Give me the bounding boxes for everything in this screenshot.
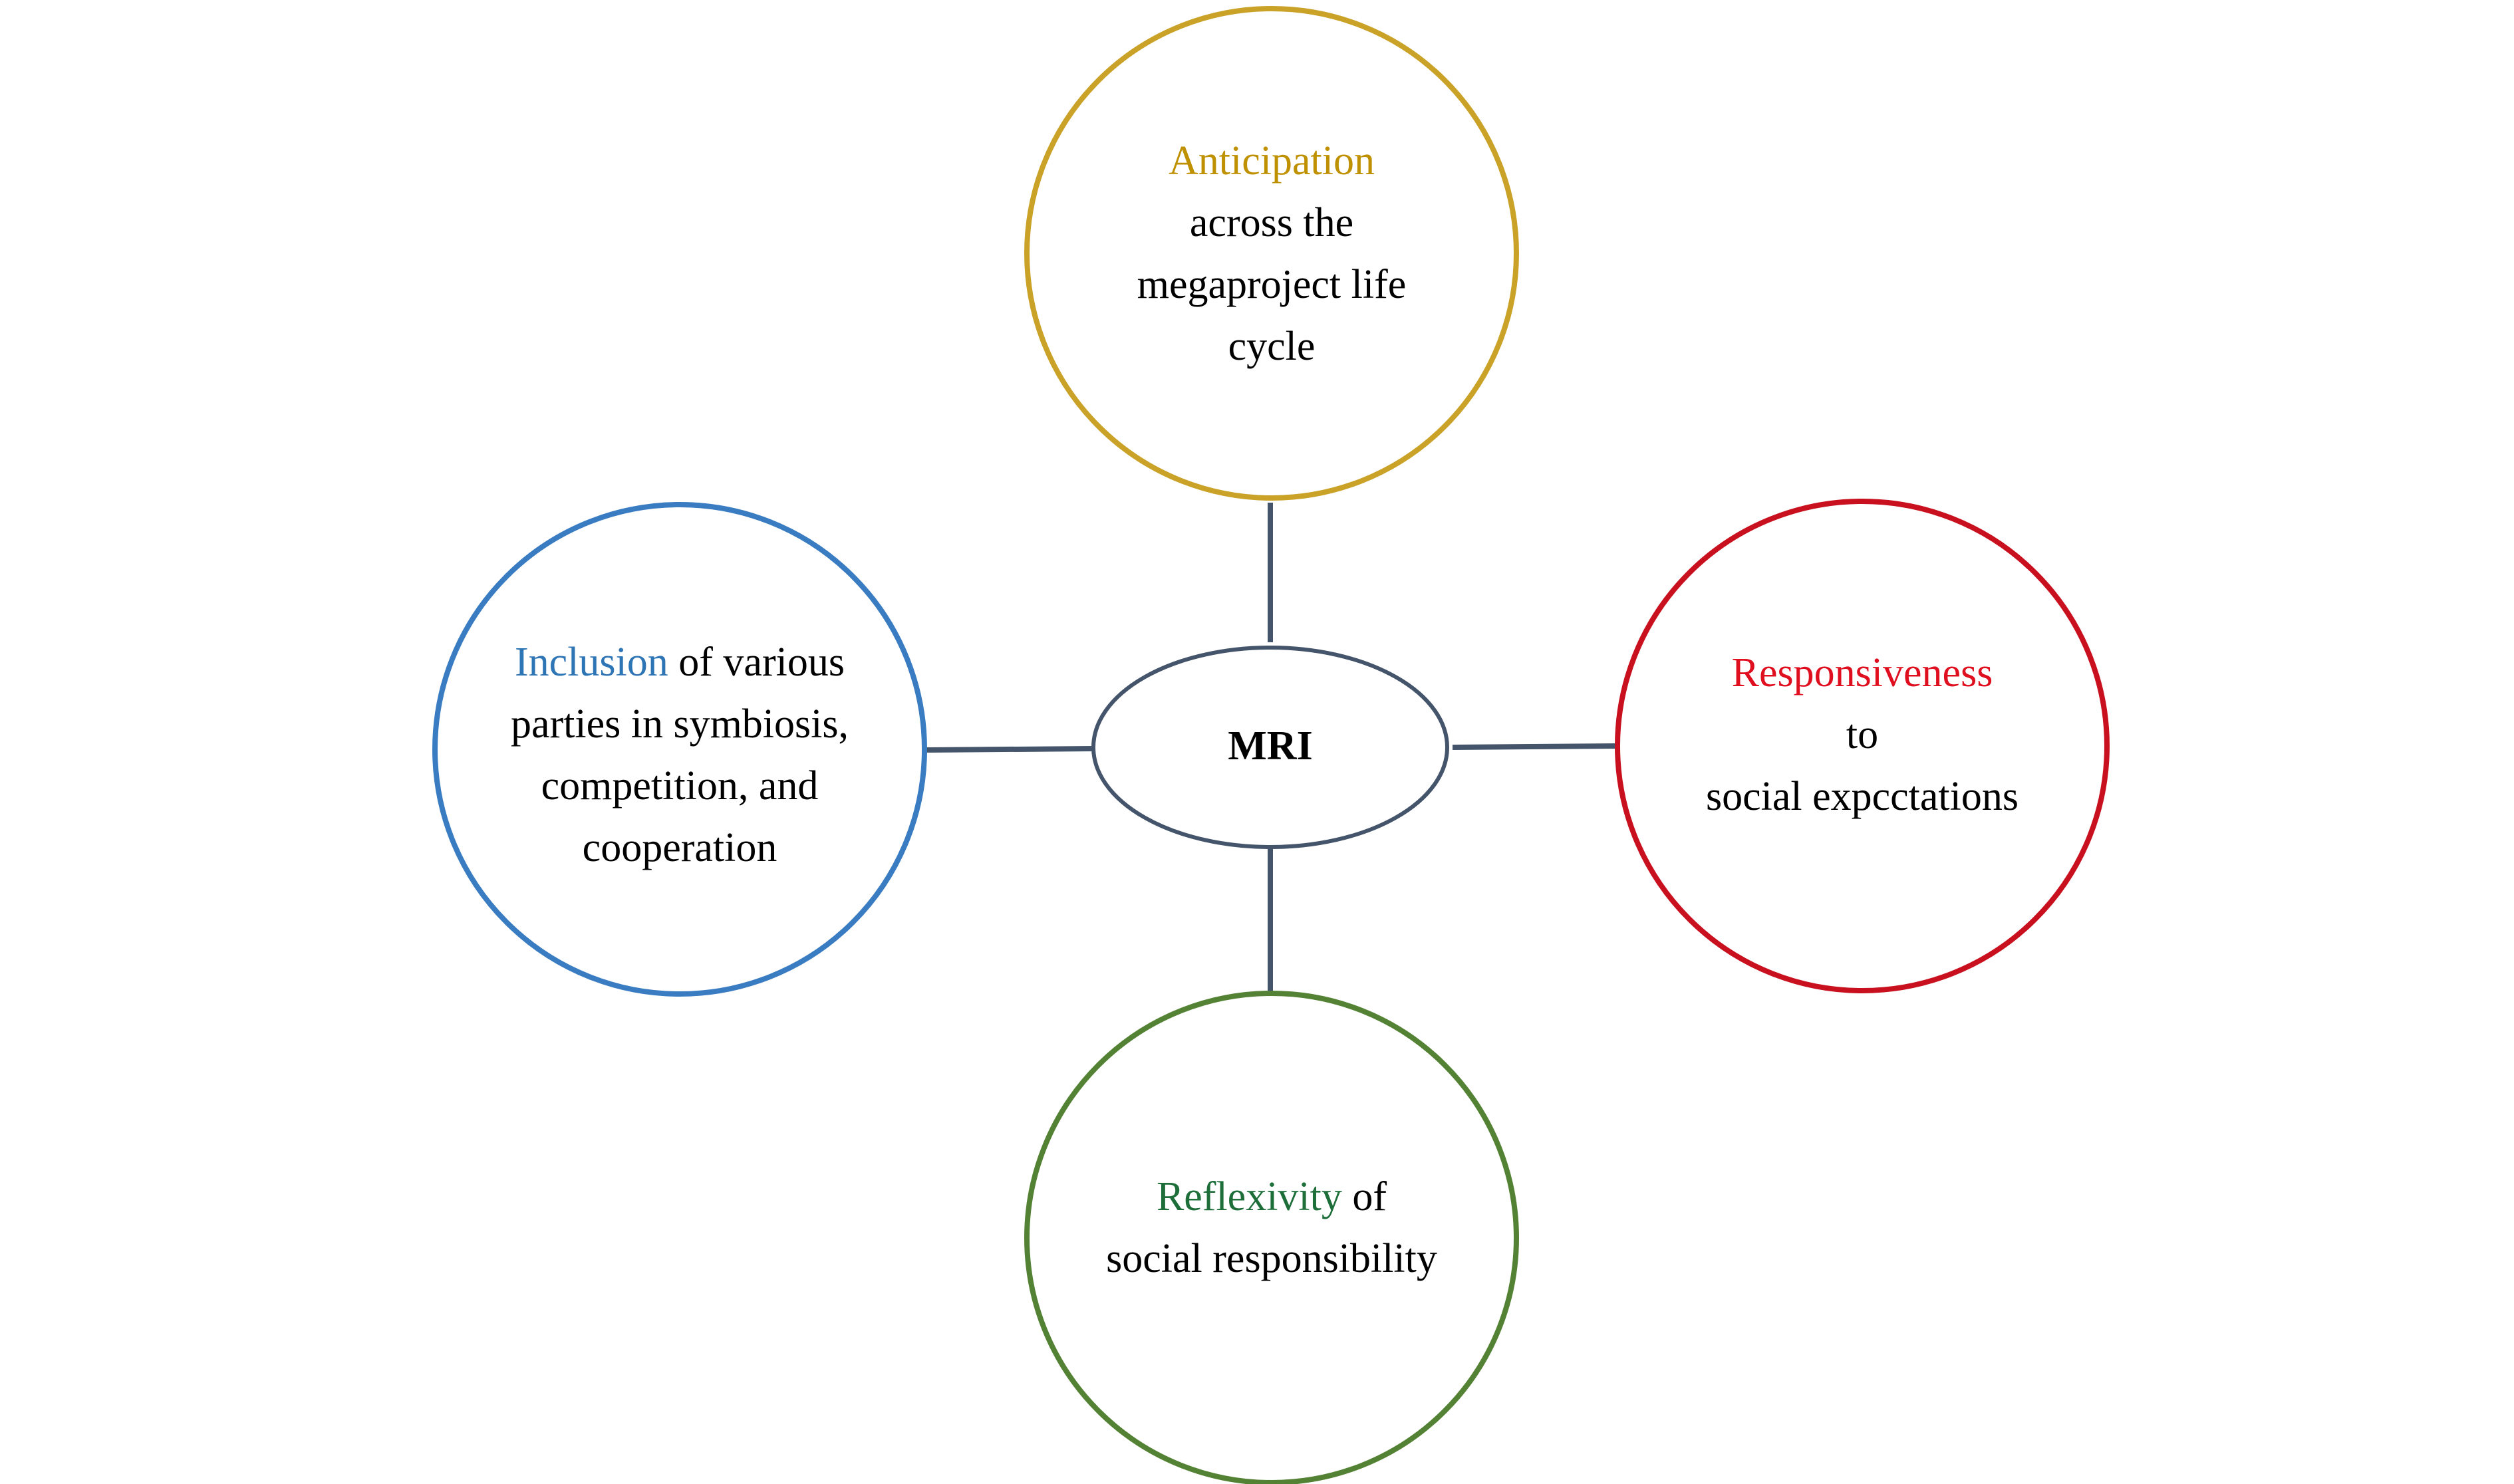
- node-line: parties in symbiosis,: [510, 701, 849, 747]
- node-reflexivity: Reflexivity of social responsibility: [1072, 1166, 1471, 1290]
- node-keyword-suffix: of various: [668, 640, 845, 685]
- node-line: cooperation: [582, 825, 777, 870]
- node-circle-anticipation: [1024, 6, 1519, 501]
- node-keyword-anticipation: Anticipation: [1169, 138, 1375, 184]
- node-keyword-reflexivity: Reflexivity: [1156, 1174, 1342, 1219]
- hub-label: MRI: [1228, 723, 1313, 769]
- node-line: megaproject life: [1137, 262, 1407, 307]
- node-circle-inclusion: [432, 502, 927, 997]
- node-line: across the: [1189, 200, 1354, 245]
- node-line: to: [1846, 712, 1879, 757]
- hub-ellipse: [1091, 646, 1449, 849]
- node-line: social expcctations: [1706, 774, 2019, 819]
- connector-right: [1452, 743, 1618, 750]
- node-line: social responsibility: [1106, 1236, 1437, 1281]
- node-line: cycle: [1228, 324, 1316, 369]
- connector-left: [924, 746, 1094, 753]
- node-keyword-responsiveness: Responsiveness: [1731, 650, 1993, 695]
- node-circle-reflexivity: [1024, 991, 1519, 1484]
- node-inclusion: Inclusion of various parties in symbiosi…: [464, 632, 896, 879]
- node-responsiveness: Responsiveness to social expcctations: [1646, 642, 2078, 828]
- node-keyword-suffix: of: [1341, 1174, 1387, 1219]
- node-line: competition, and: [541, 763, 819, 808]
- node-circle-responsiveness: [1615, 499, 2110, 993]
- node-anticipation: Anticipation across the megaproject life…: [1072, 130, 1471, 378]
- node-keyword-inclusion: Inclusion: [515, 640, 668, 685]
